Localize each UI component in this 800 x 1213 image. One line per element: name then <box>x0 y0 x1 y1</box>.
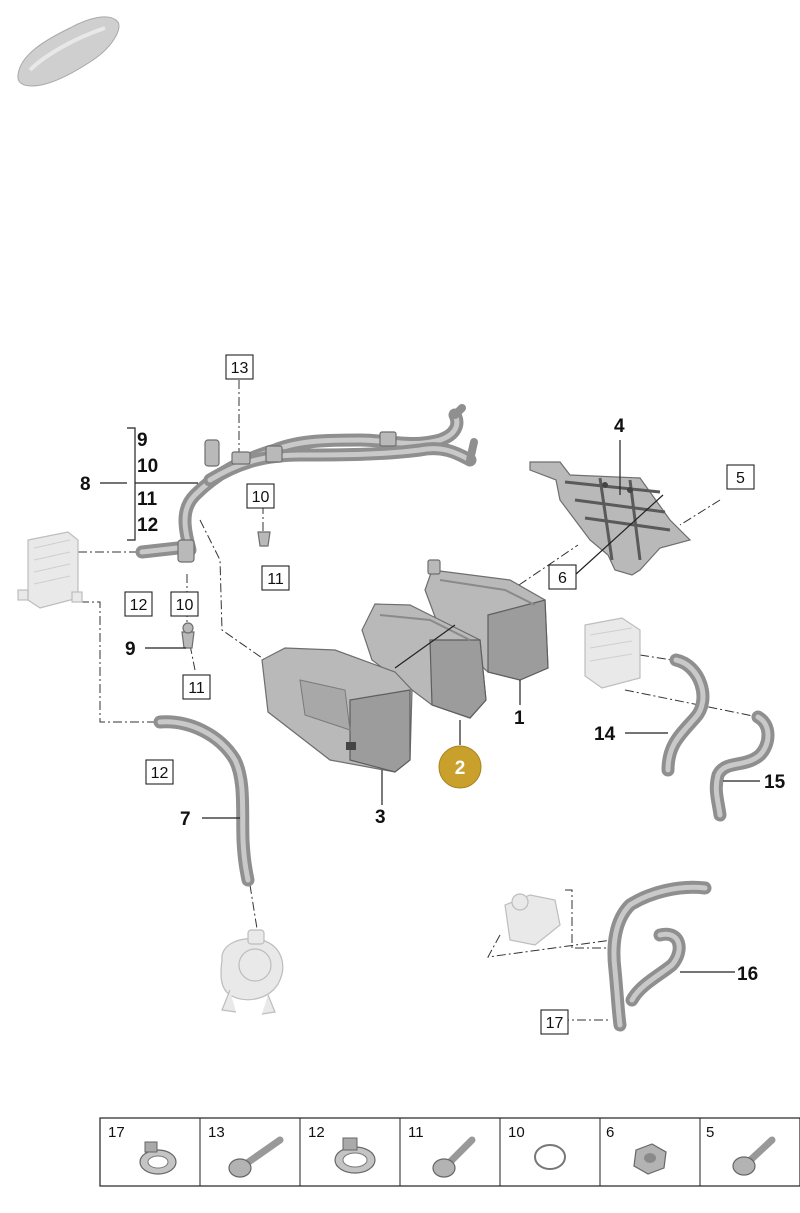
callout-box-10-left: 10 <box>170 591 199 617</box>
spring-clamp-icon <box>334 1137 376 1174</box>
leader-lines <box>100 427 760 973</box>
callout-14: 14 <box>594 724 616 745</box>
protective-cover-front <box>261 647 413 773</box>
table-cell-label: 12 <box>308 1124 325 1141</box>
highlighted-callout-2[interactable]: 2 <box>438 745 482 789</box>
callout-box-11-left: 11 <box>182 674 211 700</box>
high-voltage-cable-harness <box>135 404 478 563</box>
coolant-hose-16 <box>607 880 712 1032</box>
svg-text:2: 2 <box>455 758 466 779</box>
svg-text:5: 5 <box>736 470 745 487</box>
dashed-connector-lines <box>78 380 759 1021</box>
bolt-icon <box>228 1136 284 1178</box>
svg-text:11: 11 <box>267 571 284 588</box>
callout-3: 3 <box>375 807 386 828</box>
mounting-bracket <box>529 461 692 576</box>
callout-9: 9 <box>125 639 136 660</box>
svg-text:12: 12 <box>137 515 158 536</box>
svg-text:10: 10 <box>252 489 270 506</box>
highlight-circle[interactable] <box>438 745 482 789</box>
coolant-hose-7 <box>153 715 255 887</box>
table-cell-label: 5 <box>706 1124 714 1141</box>
callout-box-6: 6 <box>548 564 577 590</box>
coolant-cooler-right <box>584 617 641 689</box>
bolt-icon <box>732 1136 776 1176</box>
charger-cover-middle <box>361 603 487 719</box>
callout-15: 15 <box>764 772 786 793</box>
coolant-cooler-left <box>17 531 83 609</box>
svg-text:9: 9 <box>137 430 148 451</box>
callout-box-5: 5 <box>726 464 755 490</box>
callout-1: 1 <box>514 708 525 729</box>
bolt-icon <box>432 1136 476 1178</box>
svg-text:12: 12 <box>151 765 169 782</box>
hose-clamp-icon <box>139 1141 177 1175</box>
callout-box-11-upper: 11 <box>261 565 290 591</box>
svg-text:10: 10 <box>137 456 158 477</box>
svg-text:12: 12 <box>130 597 148 614</box>
table-cell-label: 10 <box>508 1124 525 1141</box>
auxiliary-pump-lower <box>504 893 561 946</box>
electric-coolant-pump <box>220 929 284 1015</box>
svg-text:11: 11 <box>137 489 158 510</box>
callout-box-12-hose: 12 <box>145 759 174 785</box>
svg-text:13: 13 <box>231 360 249 377</box>
callout-box-10-upper: 10 <box>246 483 275 509</box>
callout-7: 7 <box>180 809 191 830</box>
svg-text:10: 10 <box>176 597 194 614</box>
car-silhouette-icon <box>17 16 120 87</box>
callout-16: 16 <box>737 964 758 985</box>
callout-box-17: 17 <box>540 1009 569 1035</box>
callout-box-13: 13 <box>225 354 254 380</box>
callout-4: 4 <box>614 416 625 437</box>
svg-text:11: 11 <box>188 680 205 697</box>
svg-text:6: 6 <box>558 570 567 587</box>
table-cell-label: 11 <box>408 1124 424 1141</box>
small-parts-table: 17 13 12 11 10 6 5 <box>99 1117 800 1187</box>
coolant-hose-14 <box>661 653 710 777</box>
bracket-group-labels: 9 10 11 12 <box>137 430 158 536</box>
svg-text:17: 17 <box>546 1015 564 1032</box>
callout-box-12-left: 12 <box>124 591 153 617</box>
table-cell-label: 6 <box>606 1124 614 1141</box>
table-cell-label: 13 <box>208 1124 225 1141</box>
coolant-hose-15 <box>709 710 775 822</box>
callout-8: 8 <box>80 474 91 495</box>
table-cell-label: 17 <box>108 1124 125 1141</box>
sensor-part-left <box>181 622 195 649</box>
o-ring-icon <box>534 1144 566 1170</box>
on-board-charger-unit <box>424 559 549 681</box>
sensor-part-upper <box>257 531 271 547</box>
nut-icon <box>633 1143 667 1175</box>
